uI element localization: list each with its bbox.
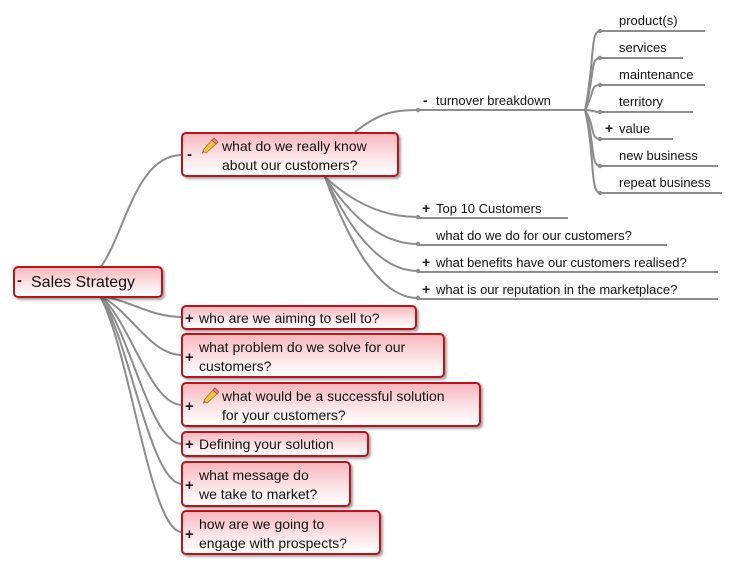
topic-customers[interactable]: - what do we really know about our custo…	[181, 132, 399, 177]
link-turnover-services	[584, 57, 601, 111]
topic-engage[interactable]: + how are we going to engage with prospe…	[181, 510, 381, 555]
expand-toggle[interactable]: +	[185, 349, 194, 366]
subtopic-benefits[interactable]: what benefits have our customers realise…	[436, 255, 687, 270]
topic-label: who are we aiming to sell to?	[199, 310, 380, 326]
topic-label: what do we really know about our custome…	[222, 138, 367, 173]
topic-aiming[interactable]: + who are we aiming to sell to?	[181, 305, 417, 330]
topic-message[interactable]: + what message do we take to market?	[181, 461, 351, 507]
link-root-engage	[99, 295, 183, 533]
link-customers-top10	[324, 176, 419, 218]
subtopic-turnover[interactable]: turnover breakdown	[436, 93, 551, 108]
link-customers-reputation	[324, 176, 419, 299]
topic-problem[interactable]: + what problem do we solve for our custo…	[181, 333, 445, 378]
topic-label: what message do we take to market?	[199, 467, 318, 502]
expand-toggle[interactable]: +	[185, 398, 194, 415]
link-root-message	[99, 295, 183, 485]
turnover-item-value[interactable]: value	[619, 121, 651, 136]
link-root-defining	[99, 295, 183, 445]
turnover-item-product[interactable]: product(s)	[619, 13, 678, 28]
root-topic[interactable]: - Sales Strategy	[13, 266, 163, 298]
pencil-icon	[203, 387, 219, 404]
topic-solution[interactable]: + what would be a successful solution fo…	[181, 382, 481, 427]
turnover-item-new-business[interactable]: new business	[619, 148, 698, 163]
topic-label: Defining your solution	[199, 436, 334, 452]
link-turnover-repeat	[584, 109, 601, 194]
collapse-toggle[interactable]: -	[187, 146, 192, 163]
topic-label: how are we going to engage with prospect…	[199, 516, 347, 551]
turnover-item-territory[interactable]: territory	[619, 94, 664, 109]
root-topic-label: Sales Strategy	[31, 274, 136, 291]
link-turnover-territory	[584, 109, 601, 113]
link-root-customers	[99, 154, 183, 269]
link-customers-whatdo	[324, 176, 419, 245]
collapse-toggle[interactable]: -	[17, 272, 22, 289]
topic-label: what would be a successful solution for …	[222, 388, 445, 423]
subtopic-top10[interactable]: Top 10 Customers	[436, 201, 542, 216]
link-customers-benefits	[324, 176, 419, 272]
subtopic-reputation[interactable]: what is our reputation in the marketplac…	[436, 282, 678, 297]
pencil-icon	[202, 137, 218, 154]
expand-toggle[interactable]: +	[185, 436, 194, 453]
topic-label: what problem do we solve for our custome…	[199, 339, 406, 374]
expand-toggle[interactable]: +	[185, 477, 194, 494]
expand-toggle[interactable]: +	[185, 310, 194, 327]
topic-defining[interactable]: + Defining your solution	[181, 431, 369, 457]
subtopic-whatdo[interactable]: what do we do for our customers?	[436, 228, 632, 243]
expand-toggle[interactable]: +	[422, 200, 431, 216]
expand-toggle[interactable]: +	[185, 526, 194, 543]
expand-toggle[interactable]: +	[605, 120, 614, 136]
turnover-item-repeat-business[interactable]: repeat business	[619, 175, 711, 190]
turnover-item-services[interactable]: services	[619, 40, 667, 55]
expand-toggle[interactable]: +	[422, 281, 431, 297]
link-root-solution	[99, 295, 183, 406]
turnover-item-maintenance[interactable]: maintenance	[619, 67, 694, 82]
link-root-problem	[99, 295, 183, 356]
link-customers-turnover	[354, 109, 419, 133]
collapse-toggle[interactable]: -	[423, 92, 428, 108]
expand-toggle[interactable]: +	[422, 254, 431, 270]
